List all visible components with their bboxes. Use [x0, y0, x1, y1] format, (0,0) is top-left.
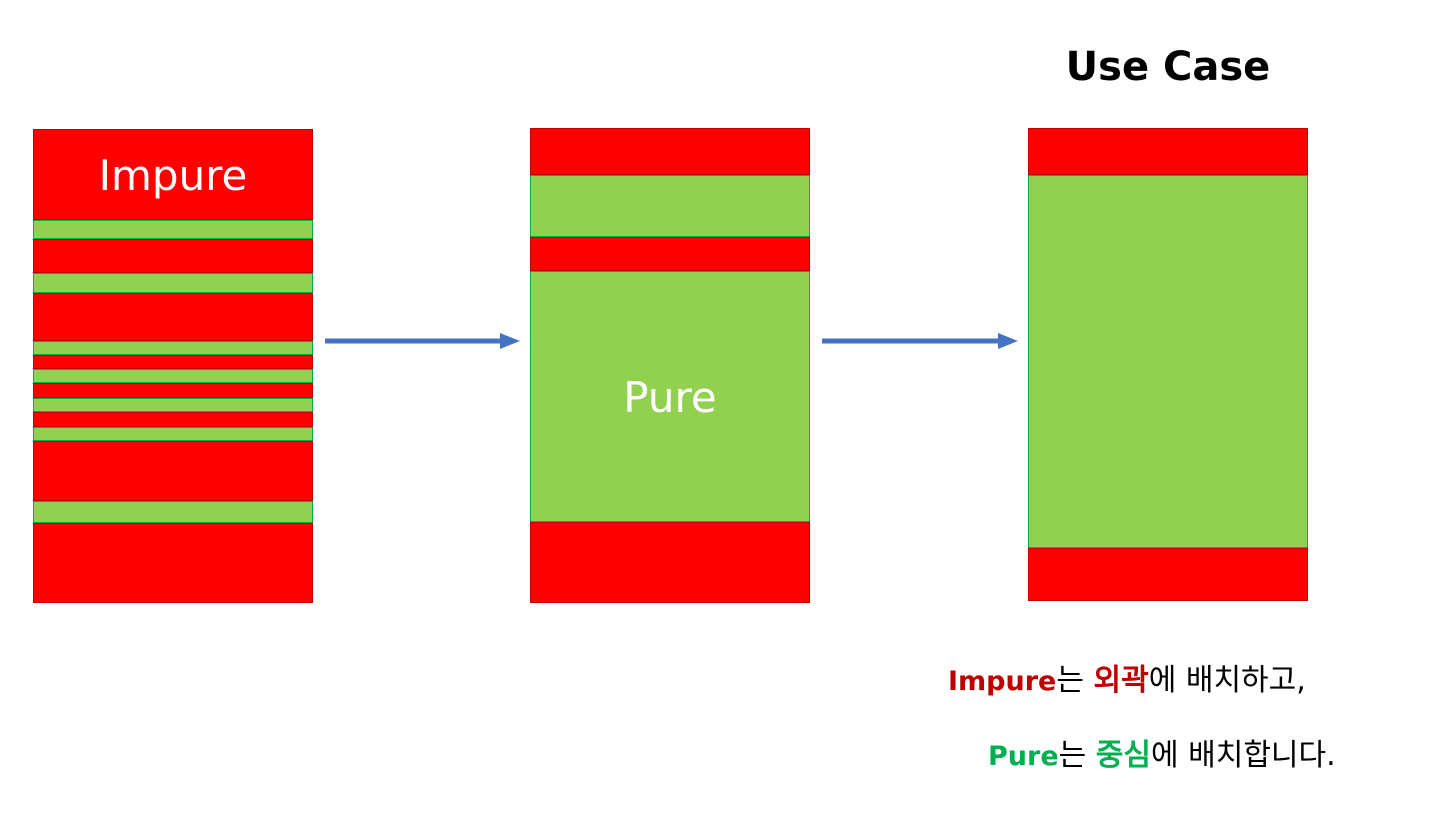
use-case-column	[1028, 128, 1308, 601]
impure-band	[33, 383, 313, 398]
pure-term: Pure	[988, 741, 1059, 772]
impure-band	[33, 441, 313, 501]
pure-band	[33, 398, 313, 412]
caption-line-1: Impure는 외곽에 배치하고,	[948, 661, 1306, 702]
caption-rest: 에 배치합니다.	[1150, 738, 1336, 773]
center-keyword: 중심	[1095, 738, 1151, 773]
impure-band	[33, 355, 313, 369]
pure-band	[33, 369, 313, 383]
impure-column: Impure	[33, 129, 313, 603]
impure-band	[33, 293, 313, 341]
caption-line-2: Pure는 중심에 배치합니다.	[988, 736, 1336, 777]
impure-band	[1028, 128, 1308, 175]
caption-particle: 는	[1056, 663, 1094, 698]
pure-band	[530, 271, 810, 522]
caption-particle: 는	[1058, 738, 1096, 773]
impure-band	[33, 412, 313, 427]
pure-label: Pure	[623, 373, 717, 422]
impure-band	[33, 239, 313, 273]
refactored-column: Pure	[530, 128, 810, 603]
impure-band	[33, 129, 313, 220]
pure-band	[530, 175, 810, 237]
right-arrow-icon	[822, 333, 1018, 349]
impure-term: Impure	[948, 666, 1057, 697]
pure-band	[33, 501, 313, 523]
right-arrow-icon	[325, 333, 520, 349]
impure-band	[1028, 548, 1308, 601]
pure-band	[33, 220, 313, 239]
impure-band	[530, 522, 810, 603]
impure-band	[530, 237, 810, 271]
impure-band	[33, 523, 313, 603]
impure-band	[530, 128, 810, 175]
pure-band	[33, 427, 313, 441]
pure-band	[33, 273, 313, 293]
pure-band	[33, 341, 313, 355]
caption-rest: 에 배치하고,	[1148, 663, 1306, 698]
use-case-title: Use Case	[1065, 44, 1271, 90]
pure-band	[1028, 175, 1308, 548]
outer-keyword: 외곽	[1093, 663, 1149, 698]
impure-label: Impure	[98, 151, 248, 200]
